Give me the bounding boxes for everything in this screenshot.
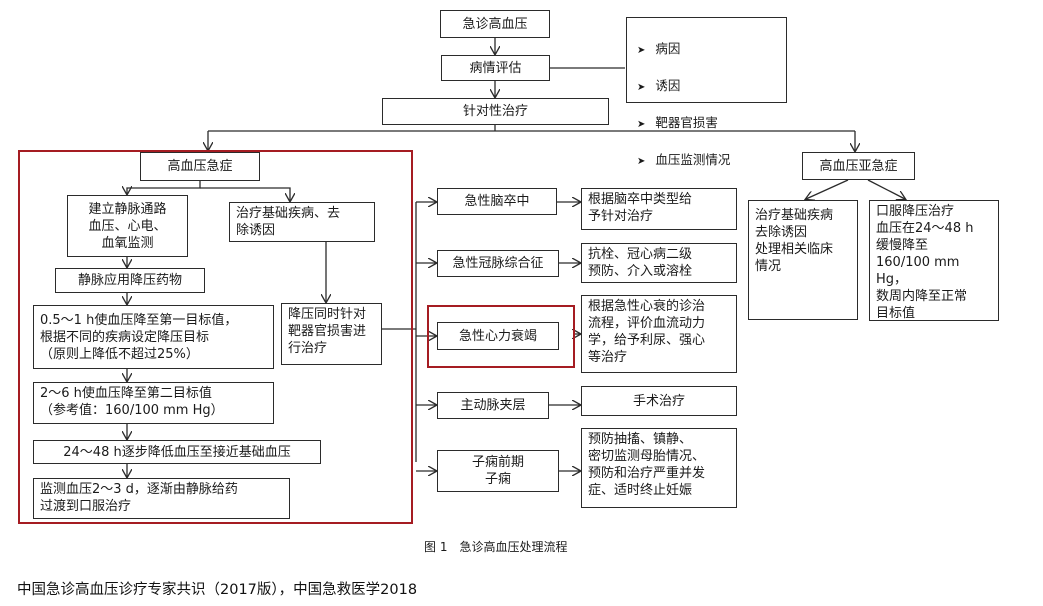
figure-caption: 图 1 急诊高血压处理流程 xyxy=(424,540,568,554)
plan-acs: 抗栓、冠心病二级 预防、介入或溶栓 xyxy=(581,243,737,283)
iv-drug-node: 静脉应用降压药物 xyxy=(55,268,205,293)
condition-aortic-dissection: 主动脉夹层 xyxy=(437,392,549,419)
heart-failure-highlight xyxy=(427,305,575,368)
plan-aortic-dissection: 手术治疗 xyxy=(581,386,737,416)
condition-stroke: 急性脑卒中 xyxy=(437,188,557,215)
assessment-item: 病因 xyxy=(637,40,776,60)
arrow-urgency-left xyxy=(806,179,849,199)
arrow-urgency-right xyxy=(867,179,905,199)
plan-preeclampsia: 预防抽搐、镇静、 密切监测母胎情况、 预防和治疗严重并发 症、适时终止妊娠 xyxy=(581,428,737,508)
step2-node: 2～6 h使血压降至第二目标值 （参考值：160/100 mm Hg） xyxy=(33,382,274,424)
plan-stroke: 根据脑卒中类型给 予针对治疗 xyxy=(581,188,737,230)
assessment-item: 诱因 xyxy=(637,77,776,97)
arrow-to-underlying xyxy=(200,187,290,201)
arrow-to-iv-setup xyxy=(127,181,201,194)
iv-setup-node: 建立静脉通路 血压、心电、 血氧监测 xyxy=(67,195,188,257)
emergency-title: 高血压急症 xyxy=(140,152,260,181)
urgency-right-node: 口服降压治疗 血压在24～48 h 缓慢降至 160/100 mm Hg， 数周… xyxy=(869,200,999,321)
emergency-highlight-frame xyxy=(18,150,413,524)
source-footer: 中国急诊高血压诊疗专家共识（2017版），中国急救医学2018 xyxy=(17,582,418,598)
treatment-node: 针对性治疗 xyxy=(382,98,609,125)
root-node: 急诊高血压 xyxy=(440,10,550,38)
condition-preeclampsia: 子痫前期 子痫 xyxy=(437,450,559,492)
underlying-disease-node: 治疗基础疾病、去 除诱因 xyxy=(229,202,375,242)
plan-heart-failure: 根据急性心衰的诊治 流程，评价血流动力 学，给予利尿、强心 等治疗 xyxy=(581,295,737,373)
step1-node: 0.5～1 h使血压降至第一目标值， 根据不同的疾病设定降压目标 （原则上降低不… xyxy=(33,305,274,369)
step4-node: 监测血压2～3 d，逐渐由静脉给药 过渡到口服治疗 xyxy=(33,478,290,519)
step3-node: 24～48 h逐步降低血压至接近基础血压 xyxy=(33,440,321,464)
assessment-list: 病因 诱因 靶器官损害 血压监测情况 xyxy=(626,17,787,167)
condition-heart-failure: 急性心力衰竭 xyxy=(437,322,559,350)
condition-acs: 急性冠脉综合征 xyxy=(437,250,559,277)
assessment-item: 靶器官损害 xyxy=(637,114,776,134)
organ-damage-node: 降压同时针对 靶器官损害进 行治疗 xyxy=(281,303,382,365)
assessment-node: 病情评估 xyxy=(441,55,550,81)
urgency-left-node: 治疗基础疾病 去除诱因 处理相关临床 情况 xyxy=(748,200,858,320)
urgency-title: 高血压亚急症 xyxy=(802,152,915,180)
assessment-item: 血压监测情况 xyxy=(637,151,776,171)
